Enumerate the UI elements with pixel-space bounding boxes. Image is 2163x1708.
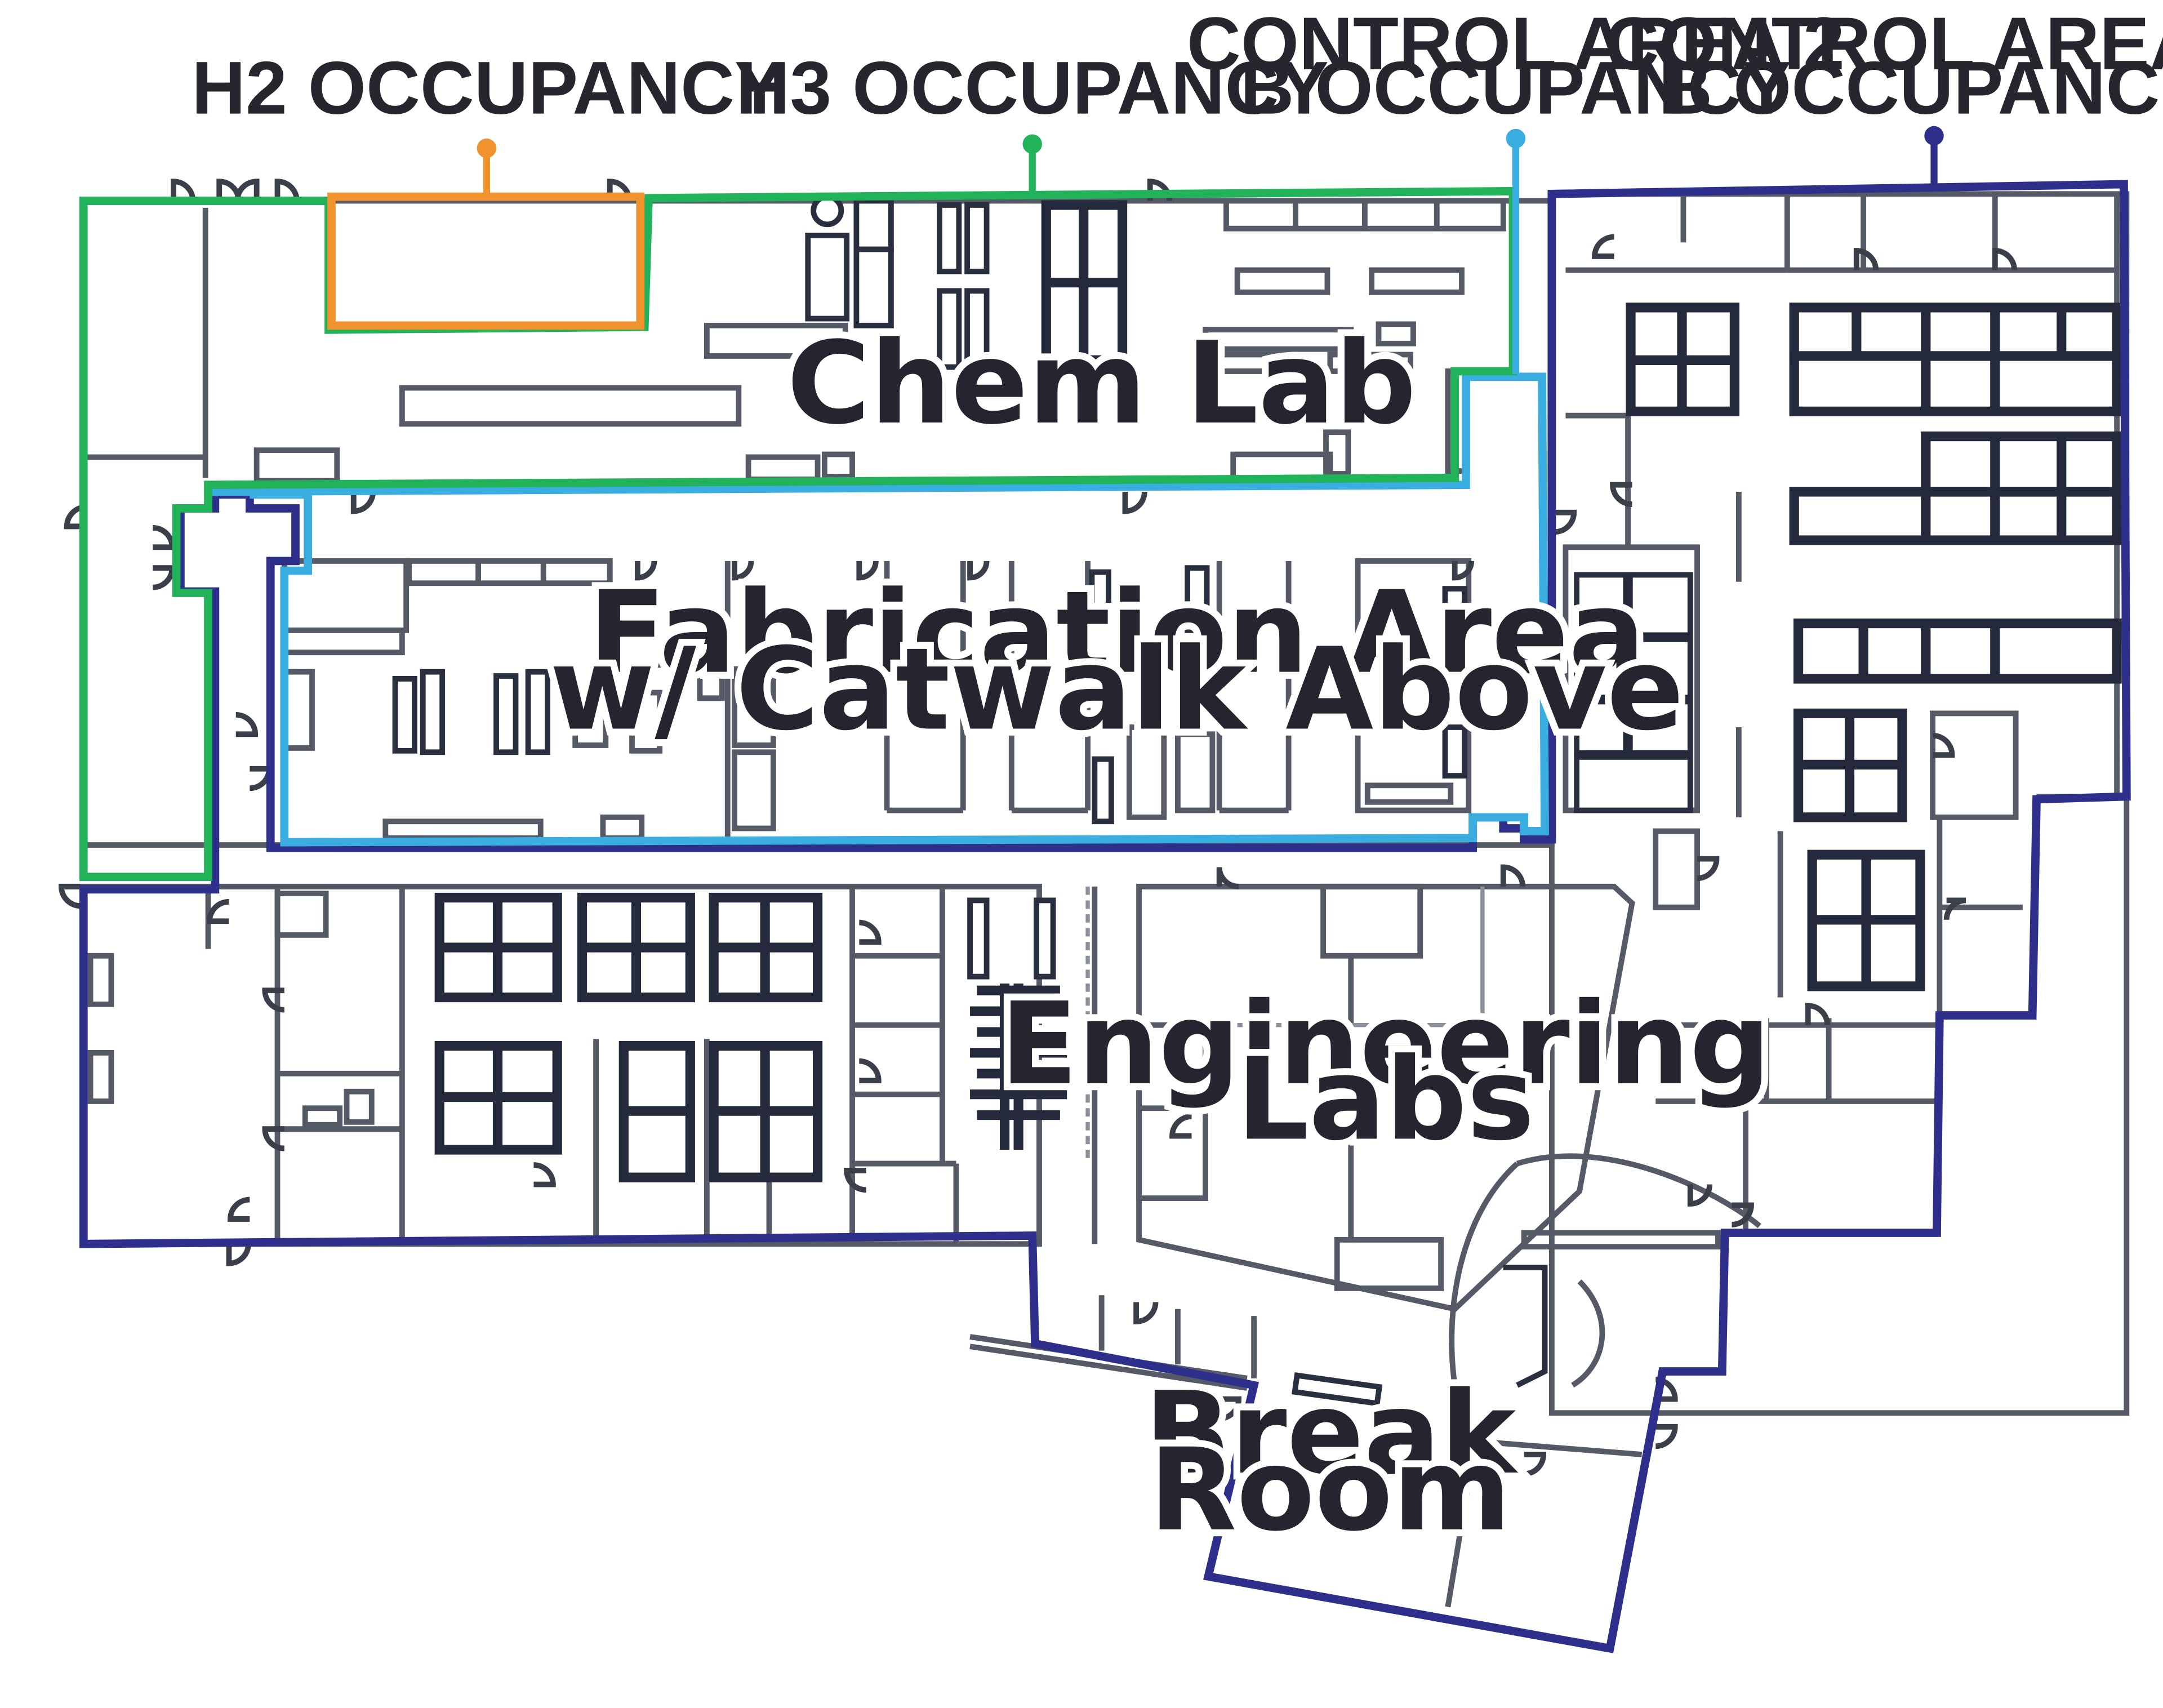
catwalk-label: w/ Catwalk Above (550, 623, 1684, 755)
staircase (967, 897, 1067, 1150)
bench-grid (1574, 303, 2122, 991)
fixture-grids (434, 303, 2122, 1182)
callout-labels: H2 OCCUPANCY H3 OCCUPANCY CONTROL AREA 2… (192, 2, 2163, 130)
room-labels: Chem Lab Fabrication Area w/ Catwalk Abo… (543, 310, 1778, 1563)
break-room-label-line2: Room (1149, 1424, 1511, 1556)
h3-occupancy-label: H3 OCCUPANCY (736, 47, 1329, 130)
control-area-1-label: CONTROL AREA 1 (1605, 2, 2163, 86)
callout-leaders (477, 126, 1944, 374)
control-area-2-occupancy-label: B OCCUPANCY (1240, 47, 1792, 130)
control-area-1-occupancy-label: B OCCUPANCY (1658, 47, 2163, 130)
h2-occupancy-boundary (327, 192, 645, 330)
engineering-labs-label-line2: Labs (1236, 1033, 1534, 1166)
fabrication-area-label: Fabrication Area (588, 567, 1645, 699)
engineering-labs-label: Engineering (1000, 978, 1771, 1110)
h3-leader-dot (1022, 134, 1042, 154)
ca1-leader-dot (1924, 126, 1944, 146)
control-area-2-boundary (208, 372, 1549, 847)
ca2-leader-dot (1506, 128, 1526, 149)
h2-occupancy-label: H2 OCCUPANCY (192, 47, 784, 130)
bench-grid (434, 892, 823, 1182)
chem-lab-label: Chem Lab (787, 317, 1416, 450)
h2-leader-dot (477, 138, 497, 158)
control-area-2-label: CONTROL AREA 2 (1187, 2, 1845, 86)
break-room-label: Break (1144, 1367, 1518, 1500)
